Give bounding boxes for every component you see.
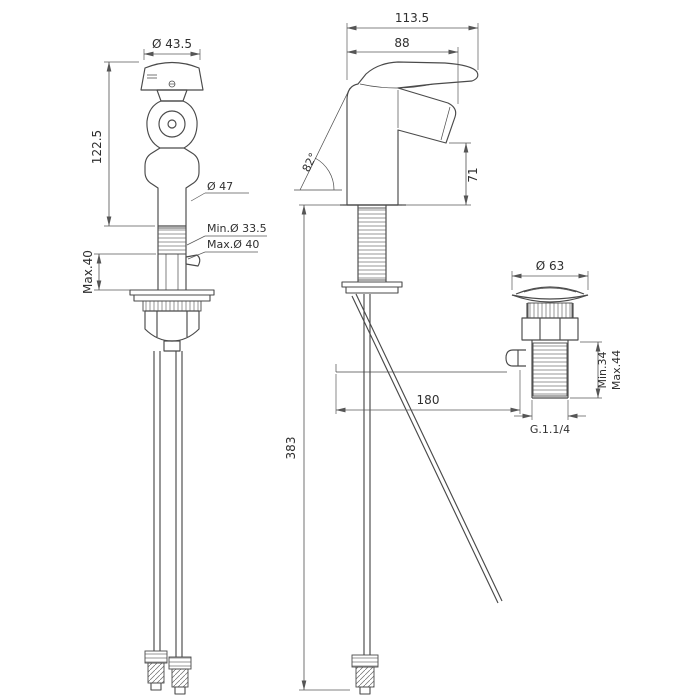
drain-tailpiece-thread: [532, 342, 568, 397]
dim-supply-length-label: 383: [284, 437, 298, 460]
side-mount-washer: [345, 286, 399, 294]
dim-drain-offset-label: 180: [417, 393, 440, 407]
front-hose-connector-2-tip: [174, 686, 186, 695]
dim-deck-thickness-label: Max.40: [81, 250, 95, 294]
dim-depth-min-label: Min.34: [596, 351, 609, 388]
drain-dimension-lines: [511, 273, 601, 419]
front-mount-washer: [133, 294, 211, 302]
front-dimension-lines: [96, 51, 201, 291]
drain-detail: Ø 63 Min.34 Max.44 G.1.1/4: [505, 259, 623, 436]
dim-spout-diameter-label: Ø 43.5: [152, 37, 192, 51]
drain-neck-knurl: [527, 302, 573, 319]
drain-details: [523, 287, 577, 293]
dim-spout-reach-label: 88: [394, 36, 409, 50]
front-view: Ø 43.5 122.5 Ø 47 Min.Ø 33.5 Max.Ø 40 Ma…: [81, 37, 267, 695]
side-hose-connector-body: [355, 666, 375, 688]
dim-hole-min-label: Min.Ø 33.5: [207, 222, 267, 235]
front-hose-connector-1-tip: [150, 682, 162, 691]
front-mount-nut-band: [142, 300, 202, 312]
dim-flange-diameter-label: Ø 63: [536, 259, 565, 273]
dim-height-label: 122.5: [90, 130, 104, 164]
drain-outline: [505, 286, 589, 399]
front-hose-connector-1: [144, 650, 168, 664]
side-hose-connector-tip: [359, 686, 371, 695]
side-mount-flange: [341, 281, 403, 288]
front-hose-connector-1-body: [147, 662, 165, 684]
dim-outlet-height-label: 71: [466, 167, 480, 182]
side-dimension-lines: [301, 25, 521, 691]
front-mount-flange: [129, 289, 215, 296]
dim-hole-max-label: Max.Ø 40: [207, 238, 259, 251]
side-view: 113.5 88 82° 71 383 180: [284, 11, 521, 695]
dim-overall-depth-label: 113.5: [395, 11, 429, 25]
front-faucet-outline: [140, 61, 204, 657]
side-faucet-outline: [340, 61, 503, 655]
dim-spout-angle-label: 82°: [300, 151, 320, 174]
dim-body-diameter-label: Ø 47: [207, 180, 233, 193]
front-hose-connector-2: [168, 656, 192, 670]
dim-thread-size-label: G.1.1/4: [530, 423, 570, 436]
side-hose-connector: [351, 654, 379, 668]
side-extension-lines: [299, 23, 521, 691]
dim-depth-max-label: Max.44: [610, 350, 623, 390]
front-hose-connector-2-body: [171, 668, 189, 688]
side-shank-thread: [357, 207, 387, 281]
side-faucet-details: [294, 83, 507, 373]
front-shank-thread: [157, 227, 187, 255]
